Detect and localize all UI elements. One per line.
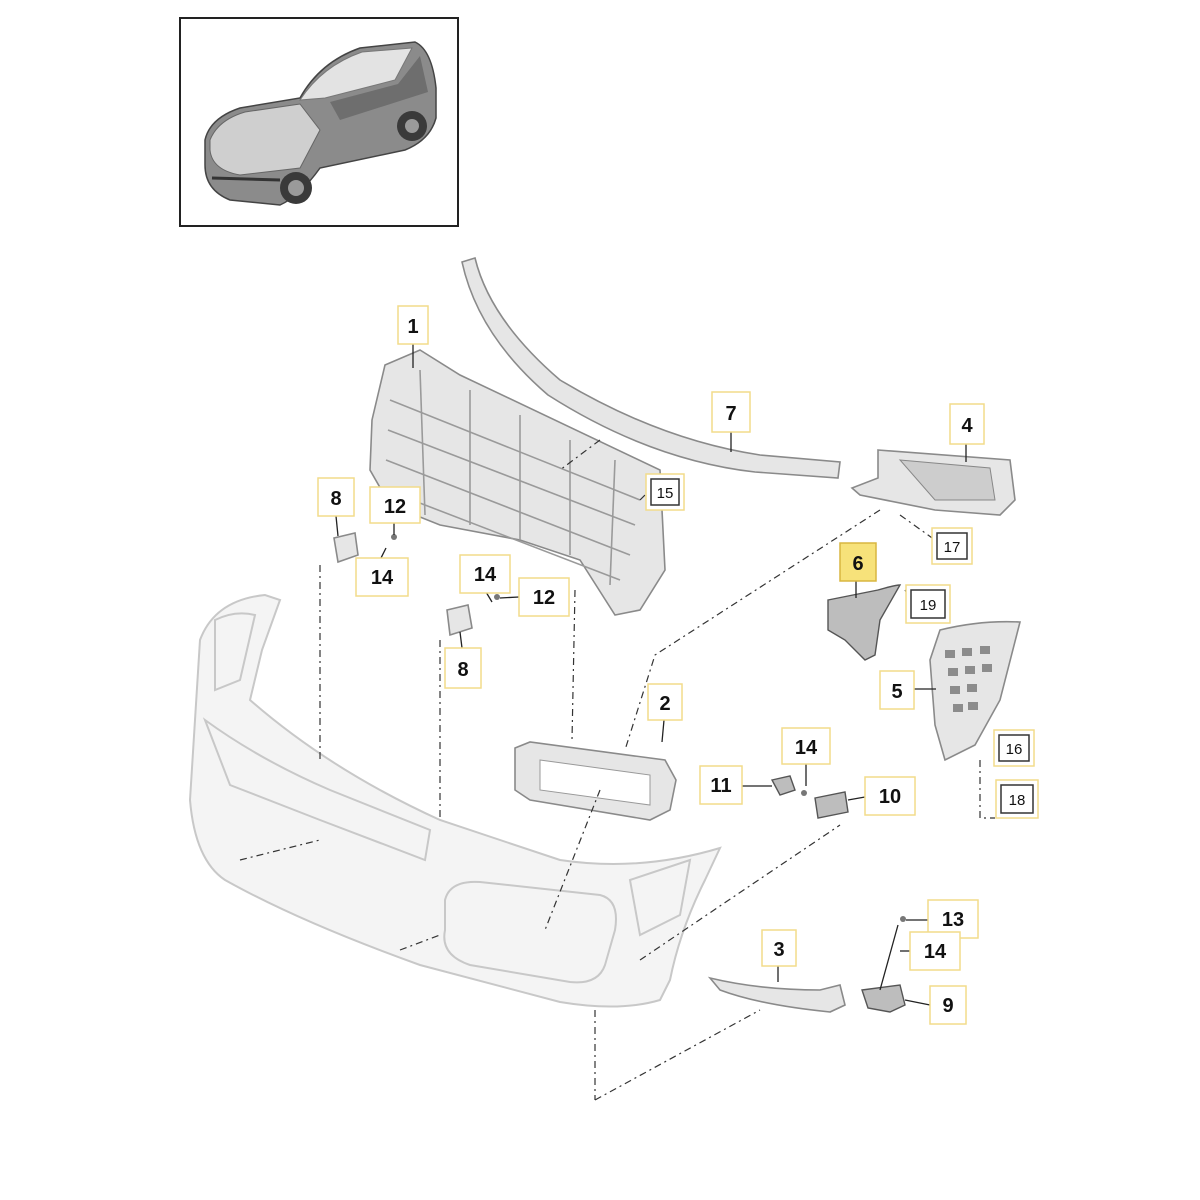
leader-lines [335, 344, 967, 1006]
callout-4[interactable]: 4 [949, 403, 985, 445]
callout-8-lower[interactable]: 8 [444, 647, 482, 689]
right-air-guide [850, 449, 1016, 516]
reference-callouts: 15 17 19 16 18 [645, 473, 1039, 819]
callouts: 1 7 4 8 12 14 14 12 [317, 305, 985, 1025]
callout-label: 12 [533, 587, 555, 609]
callout-label: 1 [407, 316, 418, 338]
reference-label: 19 [920, 597, 937, 614]
bumper-reinforcement [461, 256, 841, 479]
assembly-lines [239, 439, 995, 1101]
callout-label: 12 [384, 496, 406, 518]
callout-label: 14 [795, 737, 818, 759]
callout-label: 2 [659, 693, 670, 715]
reference-label: 16 [1006, 741, 1023, 758]
callout-8-upper[interactable]: 8 [317, 477, 355, 517]
reference-label: 18 [1009, 792, 1026, 809]
reference-label: 17 [944, 539, 961, 556]
reference-17[interactable]: 17 [931, 527, 973, 565]
callout-label: 14 [924, 941, 947, 963]
callout-label: 7 [725, 403, 736, 425]
front-bumper-cover [188, 593, 722, 1008]
callout-6-highlighted[interactable]: 6 [839, 542, 877, 582]
callout-7[interactable]: 7 [711, 391, 751, 433]
callout-5[interactable]: 5 [879, 670, 915, 710]
callout-12-middle[interactable]: 12 [518, 577, 570, 617]
callout-label: 3 [773, 939, 784, 961]
clip-8-lower [446, 604, 473, 637]
callout-14-middle[interactable]: 14 [459, 554, 511, 594]
trim-piece-6 [827, 584, 902, 661]
sensor-11 [770, 775, 796, 796]
cover-plate-10 [814, 791, 849, 819]
reference-19[interactable]: 19 [905, 584, 951, 624]
callout-1[interactable]: 1 [397, 305, 429, 345]
callout-label: 11 [710, 775, 731, 797]
callout-label: 10 [879, 786, 901, 808]
reference-16[interactable]: 16 [993, 729, 1035, 767]
callout-label: 14 [474, 564, 497, 586]
callout-label: 8 [457, 659, 468, 681]
callout-label: 4 [961, 415, 973, 437]
callout-10[interactable]: 10 [864, 776, 916, 816]
callout-9[interactable]: 9 [929, 985, 967, 1025]
screws [391, 534, 906, 922]
callout-2[interactable]: 2 [647, 683, 683, 721]
vehicle-thumbnail [179, 17, 459, 227]
callout-14-sensor[interactable]: 14 [781, 727, 831, 765]
callout-label: 9 [942, 995, 953, 1017]
callout-label: 6 [852, 553, 863, 575]
car-illustration [204, 41, 437, 206]
callout-label: 13 [942, 909, 964, 931]
callout-label: 14 [371, 567, 394, 589]
callout-14-upper[interactable]: 14 [355, 557, 409, 597]
callout-14-lower[interactable]: 14 [909, 931, 961, 971]
reference-15[interactable]: 15 [645, 473, 685, 511]
callout-12-upper[interactable]: 12 [369, 486, 421, 524]
callout-11[interactable]: 11 [699, 765, 743, 805]
clip-8-upper [333, 532, 359, 564]
callout-label: 5 [891, 681, 902, 703]
trim-strip-3 [707, 976, 846, 1013]
right-grille-insert [929, 620, 1022, 762]
bracket-9 [861, 984, 906, 1013]
reference-18[interactable]: 18 [995, 779, 1039, 819]
callout-label: 8 [330, 488, 341, 510]
callout-3[interactable]: 3 [761, 929, 797, 967]
reference-label: 15 [657, 485, 674, 502]
lower-center-frame [514, 741, 677, 821]
grille-carrier [369, 349, 666, 616]
